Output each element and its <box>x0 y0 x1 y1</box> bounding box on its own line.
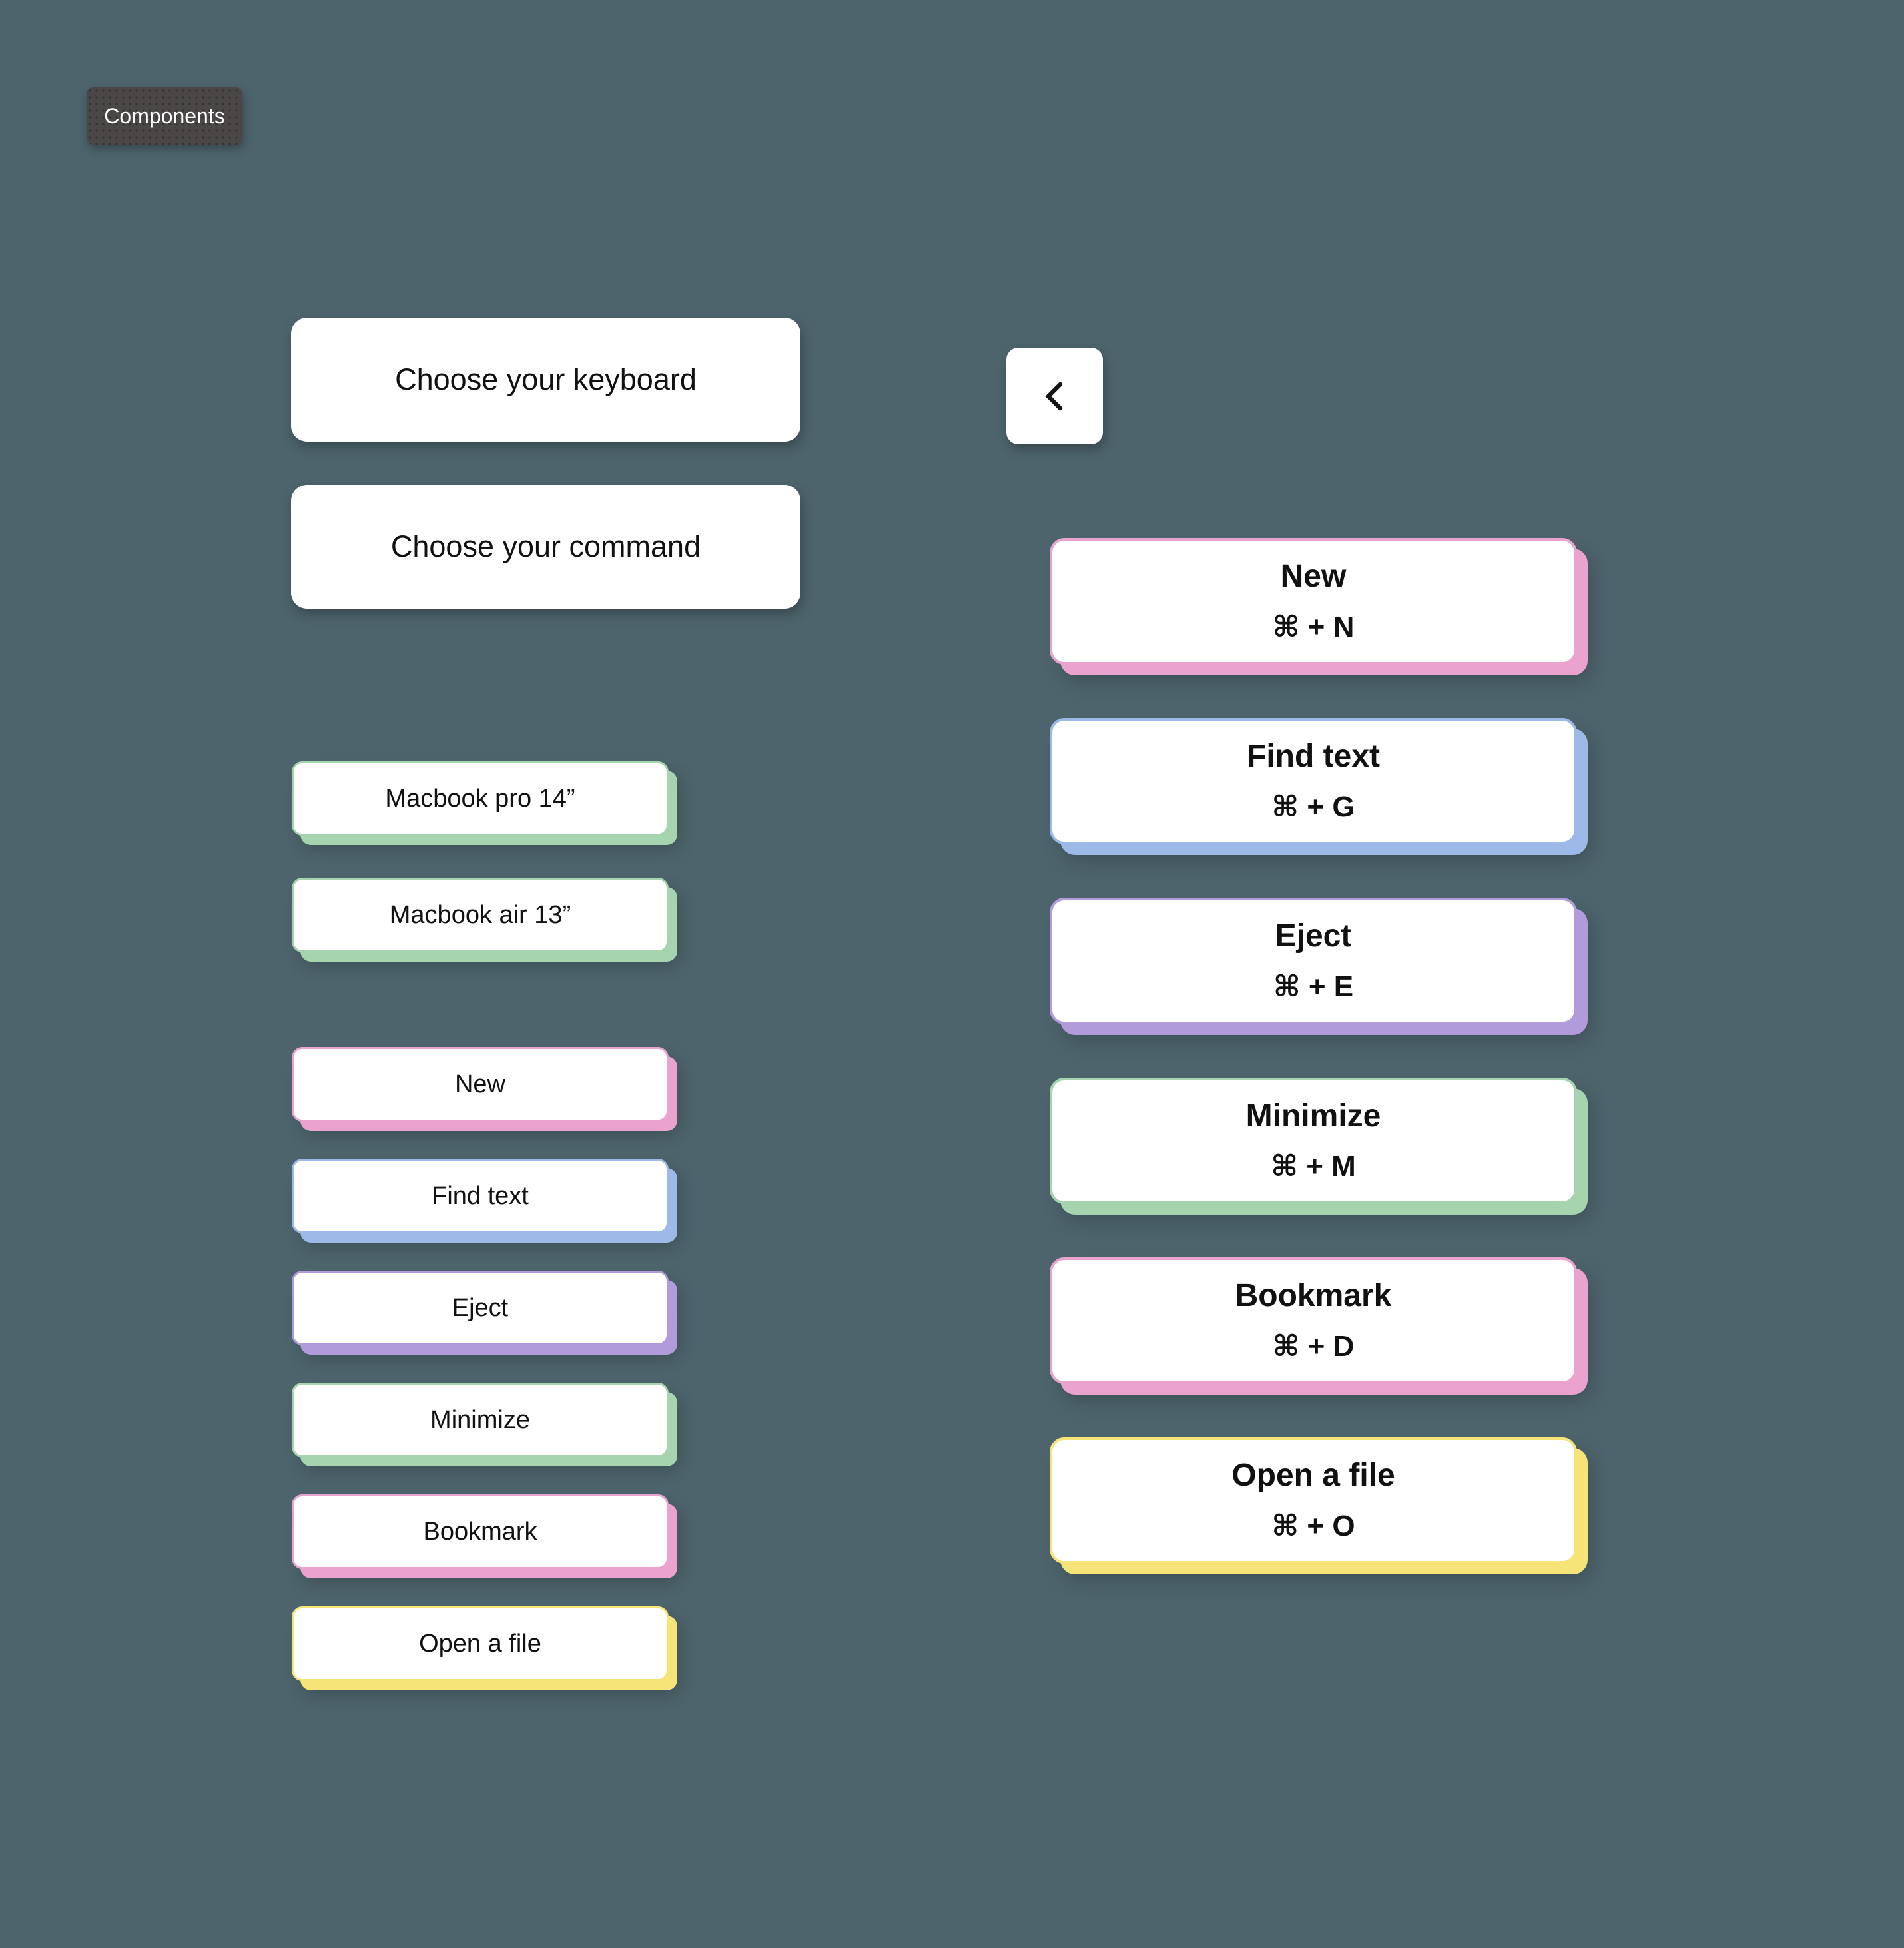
button-label: Bookmark <box>423 1517 537 1546</box>
shortcut-card-find-text[interactable]: Find text ⌘ + G <box>1050 718 1577 844</box>
choose-keyboard-label: Choose your keyboard <box>395 362 697 396</box>
shortcut-keys: ⌘ + M <box>1271 1150 1356 1183</box>
shortcut-title: Find text <box>1247 739 1380 774</box>
components-badge-label: Components <box>104 103 225 128</box>
command-button-bookmark[interactable]: Bookmark <box>292 1494 669 1569</box>
shortcut-keys: ⌘ + D <box>1272 1330 1355 1363</box>
button-label: Macbook air 13” <box>389 900 571 929</box>
keyboard-button-macbook-air-13[interactable]: Macbook air 13” <box>292 878 669 952</box>
command-button-minimize[interactable]: Minimize <box>292 1383 669 1457</box>
button-label: Minimize <box>430 1405 530 1434</box>
shortcut-keys: ⌘ + O <box>1271 1510 1355 1542</box>
components-badge: Components <box>87 87 242 145</box>
command-button-open-a-file[interactable]: Open a file <box>292 1606 669 1681</box>
shortcut-title: Minimize <box>1245 1098 1381 1134</box>
choose-keyboard-card[interactable]: Choose your keyboard <box>291 318 800 442</box>
shortcut-card-open-a-file[interactable]: Open a file ⌘ + O <box>1050 1437 1577 1564</box>
shortcut-card-eject[interactable]: Eject ⌘ + E <box>1050 898 1577 1024</box>
button-label: Macbook pro 14” <box>385 784 575 812</box>
shortcut-keys: ⌘ + E <box>1273 970 1354 1003</box>
choose-command-label: Choose your command <box>390 529 701 563</box>
button-label: Eject <box>452 1293 509 1322</box>
choose-command-card[interactable]: Choose your command <box>291 485 800 609</box>
shortcut-title: New <box>1280 559 1347 594</box>
shortcut-keys: ⌘ + G <box>1271 791 1355 823</box>
shortcut-card-new[interactable]: New ⌘ + N <box>1050 538 1577 665</box>
button-label: New <box>454 1070 506 1098</box>
shortcut-title: Eject <box>1275 918 1352 954</box>
shortcut-title: Open a file <box>1231 1458 1395 1493</box>
button-label: Find text <box>432 1181 529 1210</box>
shortcut-card-bookmark[interactable]: Bookmark ⌘ + D <box>1050 1257 1577 1384</box>
back-button[interactable] <box>1006 348 1103 444</box>
button-label: Open a file <box>419 1629 541 1658</box>
command-button-find-text[interactable]: Find text <box>292 1159 669 1233</box>
keyboard-button-macbook-pro-14[interactable]: Macbook pro 14” <box>292 761 669 836</box>
command-button-eject[interactable]: Eject <box>292 1271 669 1345</box>
chevron-left-icon <box>1044 382 1062 410</box>
shortcut-title: Bookmark <box>1235 1278 1392 1313</box>
shortcut-card-minimize[interactable]: Minimize ⌘ + M <box>1050 1078 1577 1204</box>
shortcut-keys: ⌘ + N <box>1272 611 1355 643</box>
command-button-new[interactable]: New <box>292 1047 669 1122</box>
